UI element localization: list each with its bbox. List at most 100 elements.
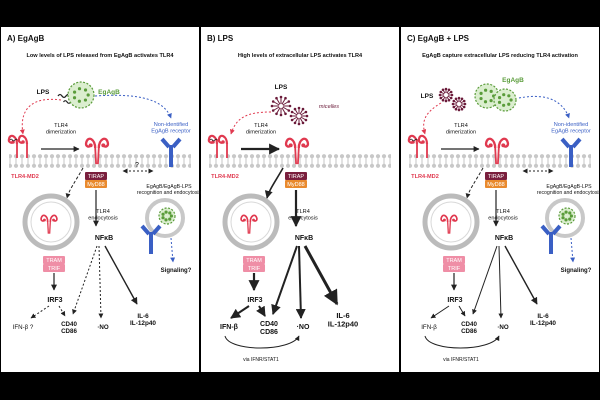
endocytosed-tlr4-dimer	[40, 214, 58, 234]
tlr4-chain-left	[40, 214, 49, 223]
egagb-dot	[479, 96, 483, 101]
irf3-to-cd40-arrow	[256, 305, 266, 317]
micelles-label: micelles	[319, 104, 339, 110]
egagb-dot	[492, 94, 496, 98]
lps-micelle-icon	[270, 95, 292, 117]
egagb-dot	[489, 89, 493, 94]
tlr4-stalk	[49, 221, 51, 234]
tlr4-chain-left	[484, 137, 497, 149]
tram: TRAM	[443, 256, 465, 264]
endocytosis-arrow	[264, 167, 284, 199]
tirap: TIRAP	[85, 172, 107, 180]
receptor-stem	[569, 145, 573, 167]
nitric-oxide-label: ·NO	[297, 324, 310, 331]
signaling-question-label: Signaling?	[161, 268, 192, 274]
tlr4-stalk	[47, 221, 49, 234]
tlr4-stalk	[294, 147, 297, 165]
receptor-arm	[540, 224, 551, 236]
plasma-membrane	[209, 154, 391, 168]
tlr4-chain-right	[449, 214, 458, 223]
bound-lps-icon	[9, 138, 19, 142]
lps-head	[305, 114, 309, 118]
crosstalk-question-mark: ?	[135, 162, 139, 169]
receptor-stem	[549, 232, 553, 254]
signal-arrow	[421, 102, 442, 135]
tlr4-chain-right	[297, 137, 310, 149]
irf3-label: IRF3	[247, 297, 262, 304]
nitric-oxide-label: ·NO	[497, 324, 509, 331]
lps-head	[293, 121, 297, 125]
tlr4-stalk	[247, 221, 249, 234]
panel-b-title: B) LPS	[207, 34, 234, 43]
egagb-dot	[568, 211, 572, 215]
egagb-dot	[509, 98, 513, 102]
egagb-dot	[564, 218, 568, 222]
lps-head	[270, 104, 274, 108]
lps-head	[297, 106, 301, 110]
trif: TRIF	[443, 264, 465, 272]
endocytosed-tlr4-dimer	[440, 214, 458, 234]
tirap-label: TIRAP	[288, 174, 305, 180]
lps-label: LPS	[421, 93, 434, 100]
lps-head	[290, 110, 294, 114]
trif-box	[243, 264, 265, 272]
tlr4-dimer	[284, 137, 310, 165]
trif-label: TRIF	[448, 266, 461, 272]
lps-head	[462, 105, 466, 109]
md2-icon	[101, 143, 106, 148]
myd88: MyD88	[85, 180, 107, 188]
ifn-beta-label: IFN-β	[421, 324, 437, 331]
endosome-inner-membrane	[430, 201, 472, 243]
egagb-dot	[161, 212, 165, 216]
signal-arrow	[19, 98, 62, 135]
lps-label: LPS	[275, 84, 288, 91]
egagb-shell	[67, 81, 95, 109]
nfkb-to-il6-arrow	[504, 245, 538, 305]
egagb-dot	[489, 99, 493, 103]
tlr4-monomer-right	[417, 134, 429, 158]
lps-head	[288, 104, 292, 108]
tram-box	[443, 256, 465, 264]
lps-head	[457, 96, 461, 100]
egagb-label: EgAgB	[98, 89, 120, 96]
egagb-dot	[83, 88, 88, 92]
bound-lps-icon	[409, 138, 419, 142]
lps-head	[441, 88, 445, 92]
lps-chain	[209, 138, 218, 142]
md2-icon	[501, 143, 506, 148]
egagb-dot	[561, 216, 565, 220]
signal-arrow	[518, 95, 570, 119]
tirap-box	[285, 172, 307, 180]
egagb-lipoprotein-icon	[67, 81, 95, 109]
endocytosis-arrow	[65, 167, 84, 199]
egagb-receptor-icon	[560, 137, 582, 167]
panel-a-title: A) EgAgB	[7, 34, 45, 43]
egagb-dot	[72, 96, 77, 100]
egagb-dot	[568, 217, 572, 221]
ifnr-stat1-feedback-arrow	[224, 335, 300, 349]
nitric-oxide-label: ·NO	[97, 324, 109, 331]
endosome-outer-membrane	[22, 193, 80, 251]
tlr4-md2-label: TLR4-MD2	[11, 174, 39, 180]
lps-head	[460, 97, 464, 101]
ifn-beta-label: IFN-β	[220, 324, 239, 331]
egagb-dot	[161, 216, 165, 220]
lps-head	[301, 107, 305, 111]
lps-head	[301, 121, 305, 125]
lps-chain	[409, 138, 418, 142]
receptor-arm	[551, 224, 562, 236]
lps-head	[452, 99, 456, 103]
endosome-inner-membrane	[30, 201, 72, 243]
lps-head	[457, 108, 461, 112]
signaling-question-label: Signaling?	[561, 268, 592, 274]
receptor-arm	[151, 224, 162, 236]
egagb-dot	[483, 100, 488, 104]
lps-head	[447, 98, 451, 102]
plasma-membrane	[9, 154, 191, 168]
tlr4-chain-right	[497, 137, 510, 149]
